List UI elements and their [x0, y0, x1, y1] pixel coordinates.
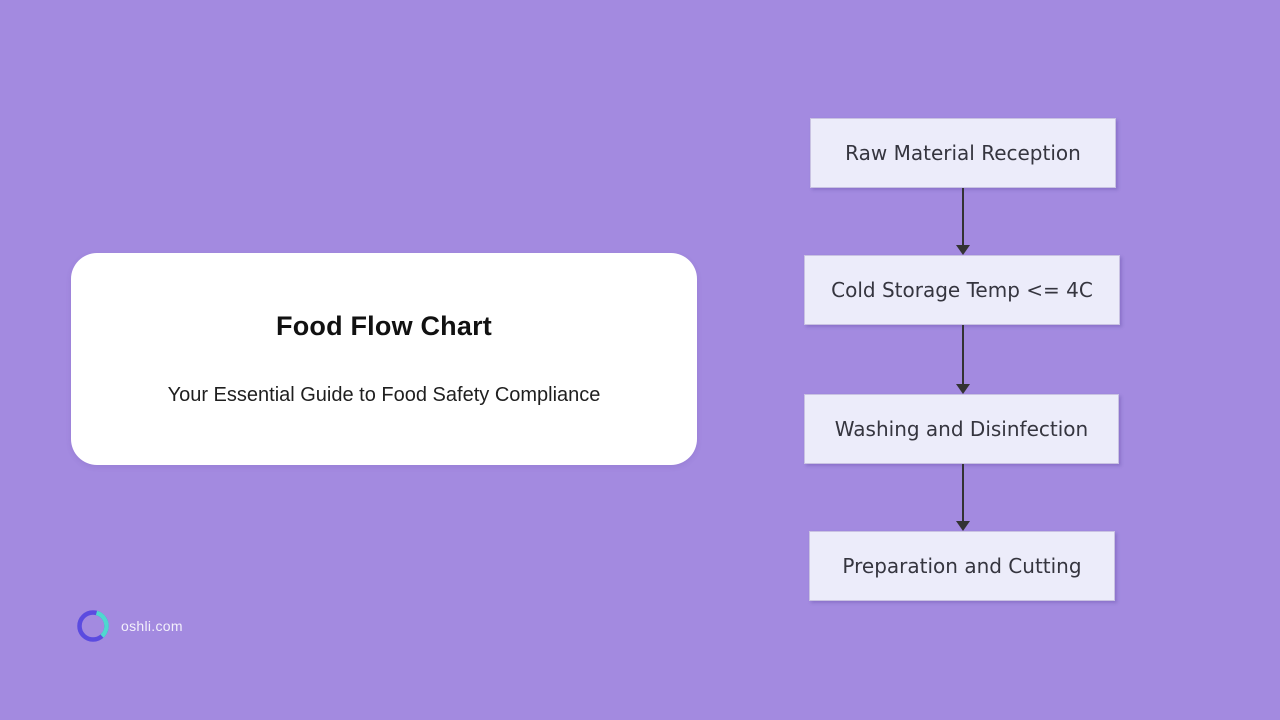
- arrow-line: [962, 325, 964, 385]
- brand-name: oshli.com: [121, 618, 183, 634]
- arrow-line: [962, 188, 964, 246]
- flow-arrow-1: [955, 188, 971, 255]
- title-card: Food Flow Chart Your Essential Guide to …: [71, 253, 697, 465]
- page-title: Food Flow Chart: [276, 311, 492, 341]
- page-subtitle: Your Essential Guide to Food Safety Comp…: [167, 384, 601, 406]
- flow-node-raw-material-reception: Raw Material Reception: [810, 118, 1116, 188]
- arrow-line: [962, 464, 964, 522]
- brand-footer: oshli.com: [75, 608, 183, 644]
- oshli-logo-icon: [77, 610, 109, 642]
- flow-arrow-2: [955, 325, 971, 394]
- flow-arrow-3: [955, 464, 971, 531]
- flow-node-preparation-cutting: Preparation and Cutting: [809, 531, 1115, 601]
- flow-node-washing-disinfection: Washing and Disinfection: [804, 394, 1119, 464]
- arrow-head-icon: [956, 521, 970, 531]
- flow-node-cold-storage: Cold Storage Temp <= 4C: [804, 255, 1120, 325]
- arrow-head-icon: [956, 245, 970, 255]
- arrow-head-icon: [956, 384, 970, 394]
